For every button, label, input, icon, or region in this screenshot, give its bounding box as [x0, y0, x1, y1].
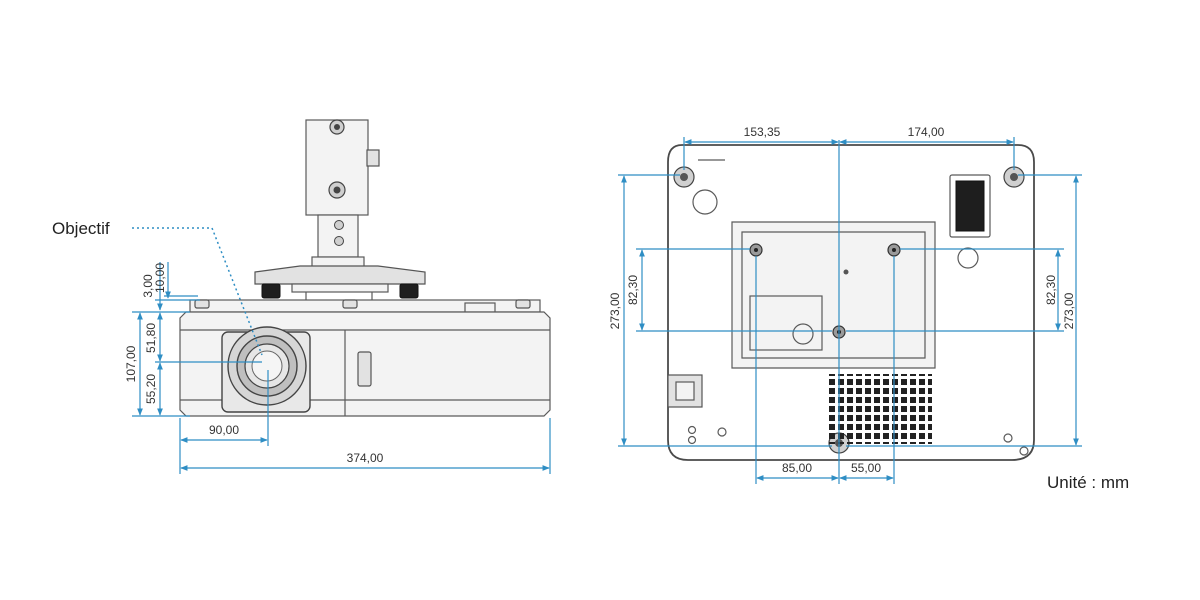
- mount-hole-icon: [887, 243, 901, 257]
- dimension-height-total: 107,00: [124, 345, 138, 382]
- dimension-mount-gap: 10,00: [153, 263, 167, 293]
- dimension-bottom-right: 55,00: [851, 461, 881, 475]
- dimension-lens-offset-x: 90,00: [209, 423, 239, 437]
- dimension-top-left: 153,35: [744, 125, 781, 139]
- dimension-foot-height: 3,00: [141, 274, 155, 298]
- mount-bolt-icon: [329, 119, 345, 135]
- dimension-depth-right: 273,00: [1062, 292, 1076, 329]
- dimension-lens-to-bottom: 55,20: [144, 374, 158, 404]
- lens-icon: [221, 326, 311, 413]
- ir-sensor: [357, 351, 372, 387]
- foot-icon: [673, 166, 695, 188]
- lens-label: Objectif: [52, 219, 110, 238]
- dimension-lens-to-top: 51,80: [144, 323, 158, 353]
- mount-hole-icon: [749, 243, 763, 257]
- dimension-front-width: 374,00: [347, 451, 384, 465]
- vent-grille: [826, 374, 932, 444]
- foot-icon: [1003, 166, 1025, 188]
- dimension-mount-height-left: 82,30: [626, 275, 640, 305]
- mount-bolt-icon: [334, 236, 344, 246]
- mount-knob: [366, 149, 380, 167]
- dimension-mount-height-right: 82,30: [1044, 275, 1058, 305]
- projector-bottom-body: [667, 144, 1035, 461]
- dimension-bottom-left: 85,00: [782, 461, 812, 475]
- mount-bolt-icon: [328, 181, 346, 199]
- mount-bolt-icon: [334, 220, 344, 230]
- dimension-depth-left: 273,00: [608, 292, 622, 329]
- ceiling-mount: [254, 119, 426, 300]
- bottom-view: 153,35 174,00 273,00 273,00 82,30 82,30 …: [608, 125, 1082, 484]
- front-view: Objectif 374,00 90,00 107,00 51,80 55,20…: [52, 119, 551, 474]
- lens-callout-line: [132, 227, 263, 356]
- unit-label: Unité : mm: [1047, 473, 1129, 492]
- dimension-top-right: 174,00: [908, 125, 945, 139]
